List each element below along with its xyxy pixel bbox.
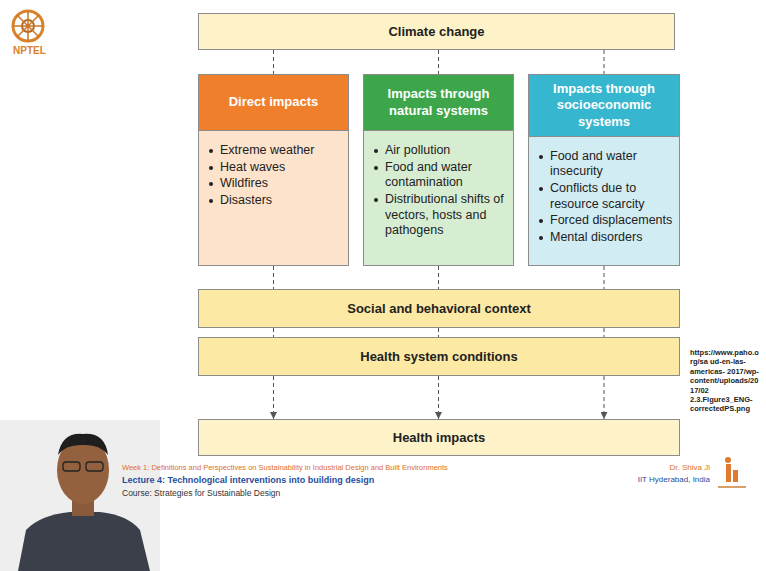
dashed-arrow [604,376,605,419]
box-text: Social and behavioral context [347,301,531,316]
column-header: Direct impacts [199,75,348,131]
bullet-text: Food and water insecurity [550,149,673,180]
bullet-dot [209,149,213,153]
dashed-connector [604,266,605,289]
flow-box: Social and behavioral context [198,289,680,328]
dashed-connector [604,50,605,74]
dashed-connector [273,266,274,289]
dashed-arrow [438,376,439,419]
column-header: Impacts through socioeconomic systems [529,75,679,137]
bullet-item: Mental disorders [537,230,673,246]
bullet-item: Food and water contamination [372,160,507,191]
box-text: Climate change [388,24,484,39]
bullet-item: Forced displacements [537,213,673,229]
logo-caption: NPTEL [13,45,53,58]
column-header: Impacts through natural systems [364,75,513,131]
presenter-glasses [86,462,103,471]
bullet-text: Forced displacements [550,213,673,229]
bullet-dot [374,166,378,170]
column-heading: Impacts through socioeconomic systems [537,81,671,130]
iith-logo [718,457,746,488]
bullet-text: Food and water contamination [385,160,507,191]
bullet-dot [374,149,378,153]
column-heading: Impacts through natural systems [372,86,505,119]
bullet-item: Conflicts due to resource scarcity [537,181,673,212]
impact-column: Impacts through socioeconomic systemsFoo… [528,74,680,266]
nptel-logo [13,11,43,41]
dashed-connector [604,328,605,337]
bullet-dot [539,187,543,191]
bullet-dot [539,219,543,223]
column-heading: Direct impacts [229,94,319,110]
dashed-connector [438,266,439,289]
bullet-text: Disasters [220,193,342,209]
author-name: Dr. Shiva Ji [600,463,710,473]
logo-bar [733,470,738,482]
presenter-hair [58,434,108,455]
bullet-item: Food and water insecurity [537,149,673,180]
bullet-text: Conflicts due to resource scarcity [550,181,673,212]
logo-dot [725,457,731,463]
bullet-text: Extreme weather [220,143,342,159]
bullet-item: Distributional shifts of vectors, hosts … [372,192,507,239]
institute-name: IIT Hyderabad, India [600,475,710,485]
presenter-shirt [18,512,150,571]
column-body: Air pollutionFood and water contaminatio… [364,131,513,248]
bullet-item: Extreme weather [207,143,342,159]
logo-spokes [13,11,43,41]
flow-box: Climate change [198,13,675,50]
logo-bar [726,464,731,482]
bullet-dot [209,166,213,170]
bullet-text: Wildfires [220,176,342,192]
presenter-glasses [63,462,80,471]
lecture-line: Lecture 4: Technological interventions i… [122,475,592,486]
column-body: Food and water insecurityConflicts due t… [529,137,679,255]
dashed-arrow [273,376,274,419]
dashed-connector [438,50,439,74]
bullet-text: Distributional shifts of vectors, hosts … [385,192,507,239]
bullet-item: Disasters [207,193,342,209]
bullet-item: Wildfires [207,176,342,192]
column-body: Extreme weatherHeat wavesWildfiresDisast… [199,131,348,218]
bullet-text: Heat waves [220,160,342,176]
bullet-item: Heat waves [207,160,342,176]
bullet-dot [539,155,543,159]
box-text: Health system conditions [360,349,517,364]
dashed-connector [273,328,274,337]
box-text: Health impacts [393,430,485,445]
course-line: Course: Strategies for Sustainable Desig… [122,488,592,499]
bullet-dot [209,182,213,186]
bullet-text: Mental disorders [550,230,673,246]
source-url: https://www.paho.org/sa ud-en-las-americ… [690,348,760,414]
dashed-connector [273,50,274,74]
bullet-dot [209,199,213,203]
flow-box: Health impacts [198,419,680,456]
bullet-dot [374,198,378,202]
logo-ring [13,11,43,41]
logo-line [718,486,746,488]
dashed-connector [438,328,439,337]
impact-column: Impacts through natural systemsAir pollu… [363,74,514,266]
week-line: Week 1: Definitions and Perspectives on … [122,463,592,472]
bullet-text: Air pollution [385,143,507,159]
bullet-item: Air pollution [372,143,507,159]
bullet-dot [539,236,543,240]
impact-column: Direct impactsExtreme weatherHeat wavesW… [198,74,349,266]
flow-box: Health system conditions [198,337,680,376]
